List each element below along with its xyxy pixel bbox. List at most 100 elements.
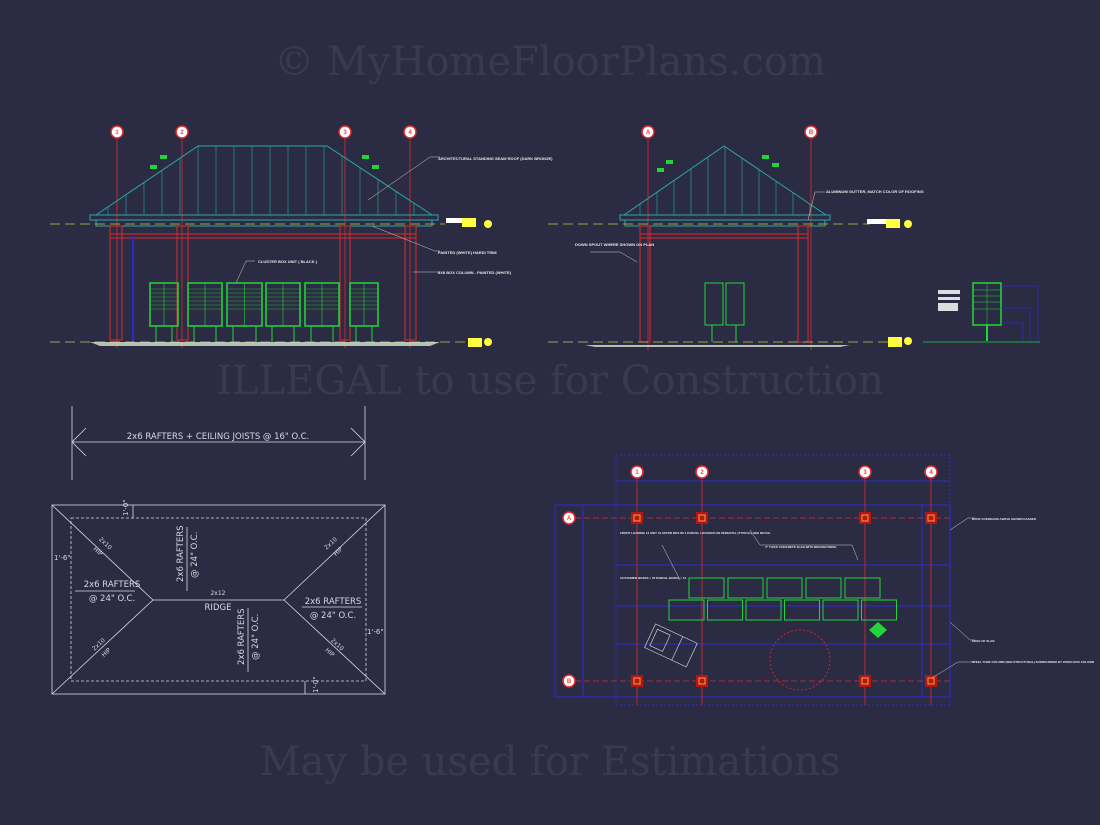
grid-label: 3 [343,130,347,136]
overhang-note: ROOF OVERHANG ABOVE SHOWN DASHED [972,517,1037,521]
roof-plan-labels: 2x6 RAFTERS + CEILING JOISTS @ 16" O.C. … [54,432,384,693]
grid-label: 2 [700,470,704,476]
vehicle [644,623,698,668]
roof-seams [639,146,811,215]
roof-overhang [615,454,951,706]
spacing-top: @ 24" O.C. [190,532,200,578]
cluster-box-unit [304,282,340,342]
turning-radius [769,629,831,691]
spacing-left: @ 24" O.C. [89,594,135,604]
cluster-box [766,577,803,599]
leaders [590,191,825,263]
roof-note: ARCHITECTURAL STANDING SEAM ROOF (DARK B… [438,156,553,161]
hip-roof [94,145,434,216]
cluster-note: CLUSTER BOX UNIT ( BLACK ) [258,259,318,264]
column-note: 8X8 BOX COLUMN - PAINTED (WHITE) [438,270,512,275]
column-footing [631,675,643,687]
grid-bubble [804,125,818,139]
grid-bubble [403,125,417,139]
cluster-box-units [149,282,379,342]
grid-bubble [110,125,124,139]
leaders [235,156,440,284]
grid-label: 4 [408,130,412,136]
grid-bubble [562,511,576,525]
grid-label: B [567,679,572,685]
trim-note: PAINTED (WHITE) HARDI TRIM [438,250,497,255]
steel-column [861,677,869,685]
grid-label: B [809,130,814,136]
ridge-label: RIDGE [205,603,232,613]
watermark-line-3: May be used for Estimations [260,739,841,785]
column-footing [925,675,937,687]
fascia [89,214,439,221]
slab [90,342,440,346]
beam [109,233,417,239]
steel-column [861,514,869,522]
grid-bubble [175,125,189,139]
watermark-line-2: ILLEGAL to use for Construction [216,358,884,404]
column-footing [925,512,937,524]
level-marker-bottom [468,338,492,347]
cluster-box-unit [265,282,301,342]
roof-seams [107,146,415,215]
slab-note: 4" THICK CONCRETE SLAB WITH BROOM FINISH [765,545,836,549]
watermark: © MyHomeFloorPlans.com ILLEGAL to use fo… [216,39,884,785]
edge-note: EDGE OF SLAB [972,639,995,643]
overhang-left: 1'-6" [54,554,71,562]
fascia [619,214,831,221]
cluster-box-unit [149,282,179,342]
rafters-bottom: 2x6 RAFTERS [237,608,247,665]
steel-column [927,677,935,685]
column-footing [859,512,871,524]
cluster-box-unit [226,282,263,342]
soffit-trim [95,219,433,227]
cluster-box-unit [349,282,379,342]
cluster-box [745,599,782,621]
cluster-box [707,599,743,621]
cluster-plan-note: FRONT LOADING 13 UNIT CLUSTER BOX W/ 1 P… [620,531,771,535]
grid-label: 3 [863,470,867,476]
cluster-boxes-plan [668,577,897,621]
hip-label: HIP [92,546,104,558]
downspout-note: DOWN SPOUT WHERE SHOWN ON PLAN [575,242,654,247]
grid-bubble [630,465,644,479]
gutter-note: ALUMINUM GUTTER, MATCH COLOR OF ROOFING [826,189,924,194]
column-plan-note: STEEL TUBE COLUMN (SEE STRUCTURAL) SURRO… [972,660,1094,664]
beam [639,233,809,239]
column-footing [859,675,871,687]
rafters-right: 2x6 RAFTERS [305,597,362,607]
cluster-box [727,577,764,599]
steel-column [698,514,706,522]
column-b [797,225,809,343]
steel-column [633,677,641,685]
cluster-box [822,599,859,621]
steel-column [927,514,935,522]
pitch-markers [150,155,379,169]
overhang-right: 1'-6" [367,628,384,636]
watermark-line-1: © MyHomeFloorPlans.com [274,39,826,85]
grid-label: 4 [929,470,933,476]
hip-label: HIP [332,546,344,558]
ridge-size: 2x12 [210,590,225,597]
slab [585,345,850,347]
rafters-left: 2x6 RAFTERS [84,580,141,590]
cluster-box [844,577,881,599]
grid-label: 1 [115,130,119,136]
level-marker-top [446,218,492,228]
grid-bubble [641,125,655,139]
cluster-box-unit [187,282,223,342]
cluster-box-detail [923,282,1040,343]
grid-bubble [562,674,576,688]
grid-bubble [924,465,938,479]
box-column [404,225,417,341]
cluster-box [861,599,897,621]
